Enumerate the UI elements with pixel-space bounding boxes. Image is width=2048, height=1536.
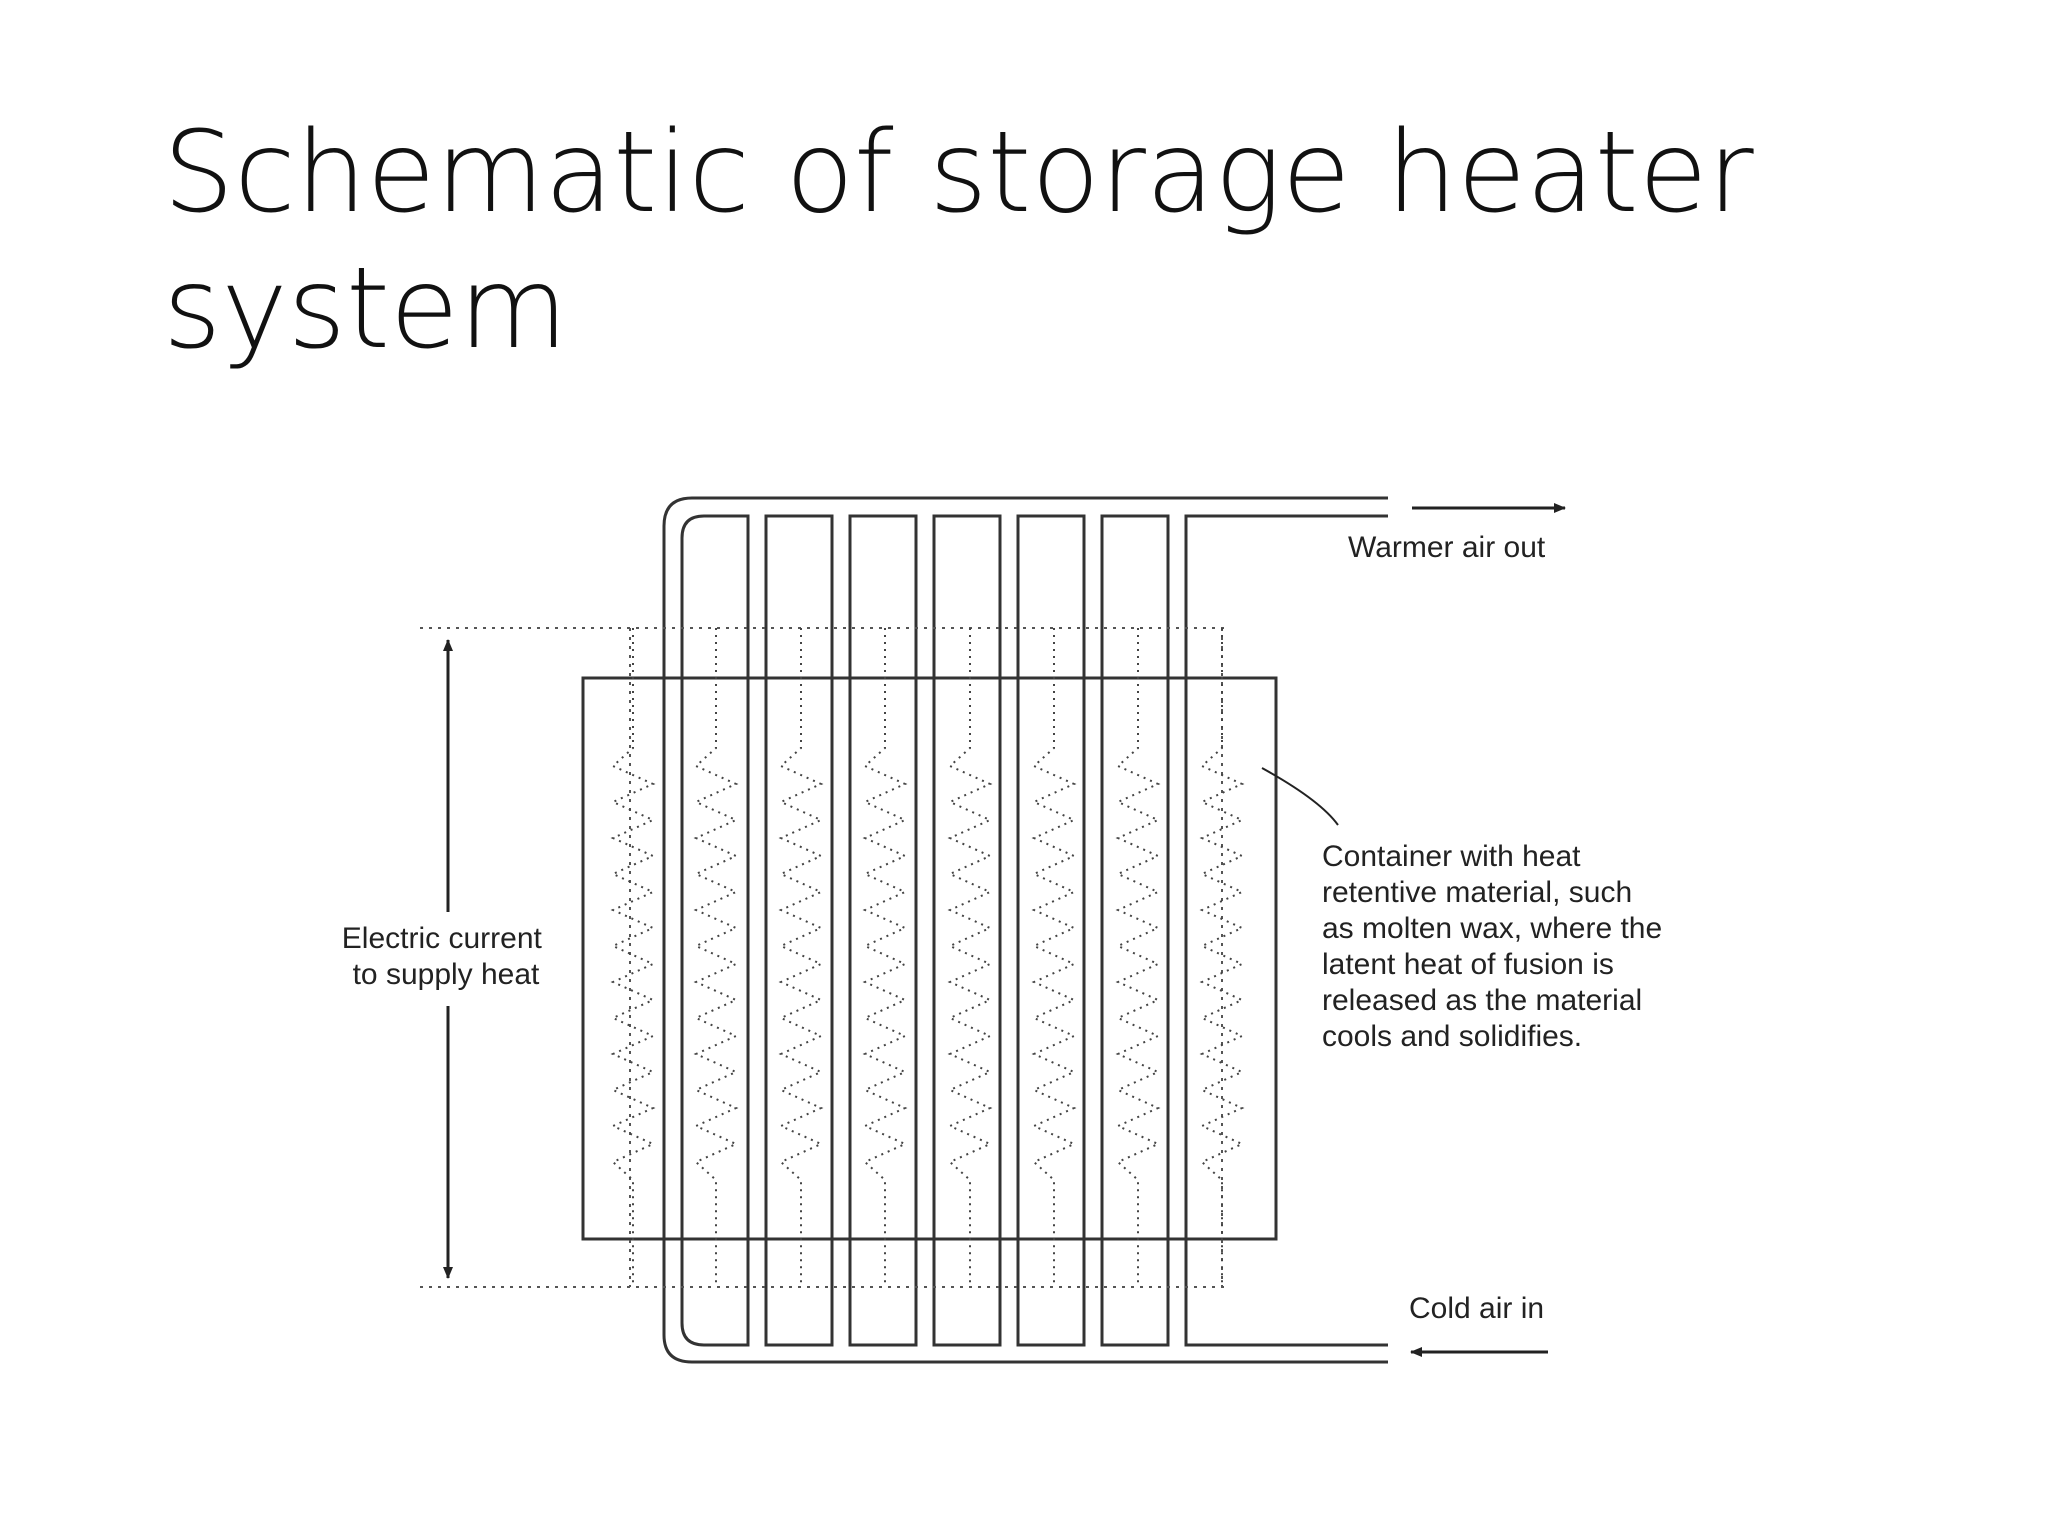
air-channel xyxy=(1016,514,1086,1347)
air-channel xyxy=(1100,514,1170,1347)
air-channels xyxy=(764,514,1388,1347)
heating-boundary xyxy=(420,627,1226,1288)
cold-air-label: Cold air in xyxy=(1409,1292,1544,1325)
heating-element-zigzag xyxy=(1199,628,1245,1287)
electric-current-label: Electric current to supply heat xyxy=(342,922,550,991)
heating-elements xyxy=(610,628,1245,1287)
heating-element-zigzag xyxy=(778,628,824,1287)
container-leader-line xyxy=(1261,767,1339,826)
heating-element-zigzag xyxy=(610,628,656,1287)
heating-element-zigzag xyxy=(693,628,739,1287)
container-label: Container with heat retentive material, … xyxy=(1322,840,1671,1053)
heating-element-zigzag xyxy=(1115,628,1161,1287)
air-channel-right xyxy=(1184,514,1388,1347)
warm-air-label: Warmer air out xyxy=(1348,531,1546,564)
heating-element-zigzag xyxy=(862,628,908,1287)
heat-container xyxy=(581,676,1278,1241)
page-title: Schematic of storage heater system xyxy=(163,108,1754,374)
air-channel xyxy=(764,514,834,1347)
air-channel xyxy=(848,514,918,1347)
heating-element-zigzag xyxy=(1031,628,1077,1287)
air-channel xyxy=(932,514,1002,1347)
air-duct-inner xyxy=(680,514,750,1347)
heating-element-zigzag xyxy=(947,628,993,1287)
air-duct-outer xyxy=(662,496,1388,1364)
